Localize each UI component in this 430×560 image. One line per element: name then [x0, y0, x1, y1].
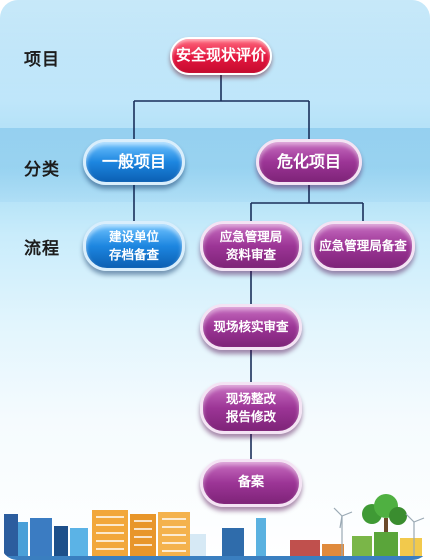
- wind-turbines: [333, 507, 425, 560]
- trees: [362, 494, 407, 532]
- row-label-category: 分类: [24, 160, 60, 180]
- node-general-step-1: 建设单位 存档备查: [83, 221, 185, 271]
- city-skyline-illustration: [0, 494, 430, 560]
- node-hazard-step-4: 备案: [200, 459, 302, 507]
- row-label-process: 流程: [24, 239, 60, 259]
- node-hazard-side-step: 应急管理局备查: [311, 221, 415, 271]
- buildings: [4, 510, 422, 560]
- node-hazard-step-2: 现场核实审查: [200, 304, 302, 350]
- node-root-safety-assessment: 安全现状评价: [170, 37, 272, 75]
- building-windows: [96, 516, 186, 552]
- ground-strip: [0, 556, 430, 560]
- row-label-project: 项目: [24, 50, 60, 70]
- node-hazard-step-3: 现场整改 报告修改: [200, 382, 302, 434]
- node-hazardous-chemical-project: 危化项目: [256, 139, 362, 185]
- node-general-project: 一般项目: [83, 139, 185, 185]
- node-hazard-step-1: 应急管理局 资料审查: [200, 221, 302, 271]
